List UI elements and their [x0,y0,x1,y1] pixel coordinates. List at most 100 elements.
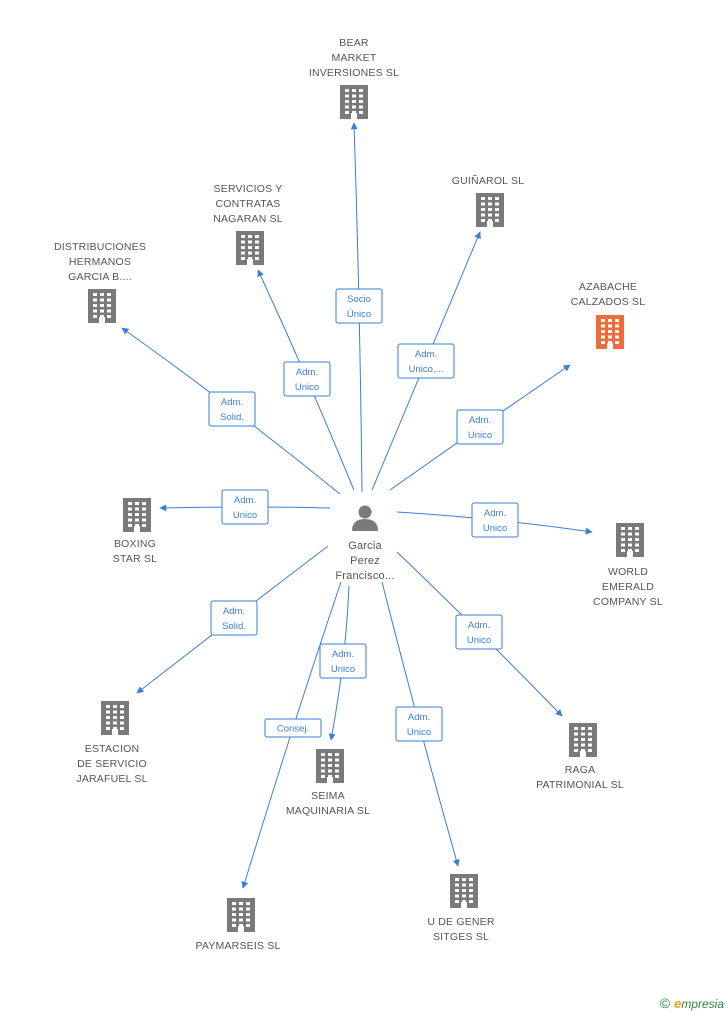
company-node-estacion[interactable]: ESTACION DE SERVICIO JARAFUEL SL [76,701,147,785]
building-icon [450,874,478,908]
role-text: Unico [483,523,507,534]
company-label: RAGA [565,764,596,776]
company-label: MAQUINARIA SL [286,805,370,817]
company-label: PATRIMONIAL SL [536,779,624,791]
company-label: U DE GENER [427,916,495,928]
company-label: HERMANOS [69,256,131,268]
brand-logo: empresia [674,995,724,1011]
role-box[interactable] [397,343,455,379]
company-node-guinarol[interactable]: GUIÑAROL SL [452,174,524,227]
company-label: AZABACHE [579,281,637,293]
role-text: Unico,... [409,364,444,375]
company-label: INVERSIONES SL [309,67,399,79]
building-icon [340,85,368,119]
role-text: Adm. [223,606,245,617]
company-label: PAYMARSEIS SL [195,940,280,952]
building-icon [596,315,624,349]
role-box[interactable] [455,614,503,650]
role-text: Unico [407,727,431,738]
edges-layer [121,122,593,889]
company-label: SEIMA [311,790,345,802]
role-box[interactable] [335,288,383,324]
role-text: Adm. [415,349,437,360]
role-label-guinarol[interactable]: Adm. Unico,... [397,343,455,379]
role-label-paymarseis[interactable]: Consej. [264,718,322,738]
role-text: Unico [331,664,355,675]
role-text: Unico [295,382,319,393]
center-node[interactable]: GarciaPerezFrancisco... [335,505,394,583]
role-text: Adm. [234,495,256,506]
role-text: Único [347,309,371,320]
building-icon [476,193,504,227]
role-box[interactable] [395,706,443,742]
person-label: Perez [350,555,380,567]
company-label: COMPANY SL [593,596,663,608]
role-box[interactable] [208,391,256,427]
role-box[interactable] [456,409,504,445]
building-icon [123,498,151,532]
person-label: Garcia [348,540,382,552]
footer-brand: © empresia [660,995,724,1011]
role-text: Socio [347,294,371,305]
company-label: DISTRIBUCIONES [54,241,146,253]
company-label: SERVICIOS Y [214,183,283,195]
role-label-raga[interactable]: Adm. Unico [455,614,503,650]
role-text: Unico [467,635,491,646]
company-label: WORLD [608,566,648,578]
company-node-raga[interactable]: RAGA PATRIMONIAL SL [536,723,624,791]
roles-layer: SocioÚnicoAdm.Unico,...Adm.UnicoAdm.Soli… [208,288,519,742]
role-label-servicios-contratas[interactable]: Adm. Unico [283,361,331,397]
role-text: Adm. [469,415,491,426]
company-label: MARKET [332,52,377,64]
building-icon [101,701,129,735]
role-text: Adm. [296,367,318,378]
building-icon [88,289,116,323]
role-text: Adm. [408,712,430,723]
company-label: GUIÑAROL SL [452,174,524,187]
role-label-estacion[interactable]: Adm. Solid. [210,600,258,636]
role-label-world-emerald[interactable]: Adm. Unico [471,502,519,538]
building-icon [616,523,644,557]
role-box[interactable] [264,718,322,738]
role-text: Solid. [222,621,246,632]
role-box[interactable] [471,502,519,538]
company-label: ESTACION [85,743,140,755]
role-box[interactable] [283,361,331,397]
company-label: DE SERVICIO [77,758,147,770]
role-text: Adm. [468,620,490,631]
role-label-seima[interactable]: Adm.Unico [319,643,367,679]
role-box[interactable] [210,600,258,636]
role-label-boxing-star[interactable]: Adm.Unico [221,489,269,525]
company-node-boxing-star[interactable]: BOXING STAR SL [113,498,157,565]
company-node-u-de-gener[interactable]: U DE GENER SITGES SL [427,874,495,943]
role-label-azabache[interactable]: Adm.Unico [456,409,504,445]
copyright-icon: © [659,995,671,1011]
company-label: STAR SL [113,553,157,565]
company-label: BOXING [114,538,156,550]
role-box[interactable] [221,489,269,525]
role-text: Solid. [220,412,244,423]
building-icon [227,898,255,932]
company-label: SITGES SL [433,931,489,943]
role-box[interactable] [319,643,367,679]
person-label: Francisco... [335,570,394,582]
role-label-u-de-gener[interactable]: Adm. Unico [395,706,443,742]
building-icon [569,723,597,757]
building-icon [316,749,344,783]
role-text: Consej. [277,724,309,735]
company-node-paymarseis[interactable]: PAYMARSEIS SL [195,898,280,952]
role-label-distribuciones[interactable]: Adm.Solid. [208,391,256,427]
building-icon [236,231,264,265]
company-label: CONTRATAS [216,198,281,210]
company-label: JARAFUEL SL [76,773,147,785]
role-text: Adm. [484,508,506,519]
company-node-seima[interactable]: SEIMA MAQUINARIA SL [286,749,370,817]
